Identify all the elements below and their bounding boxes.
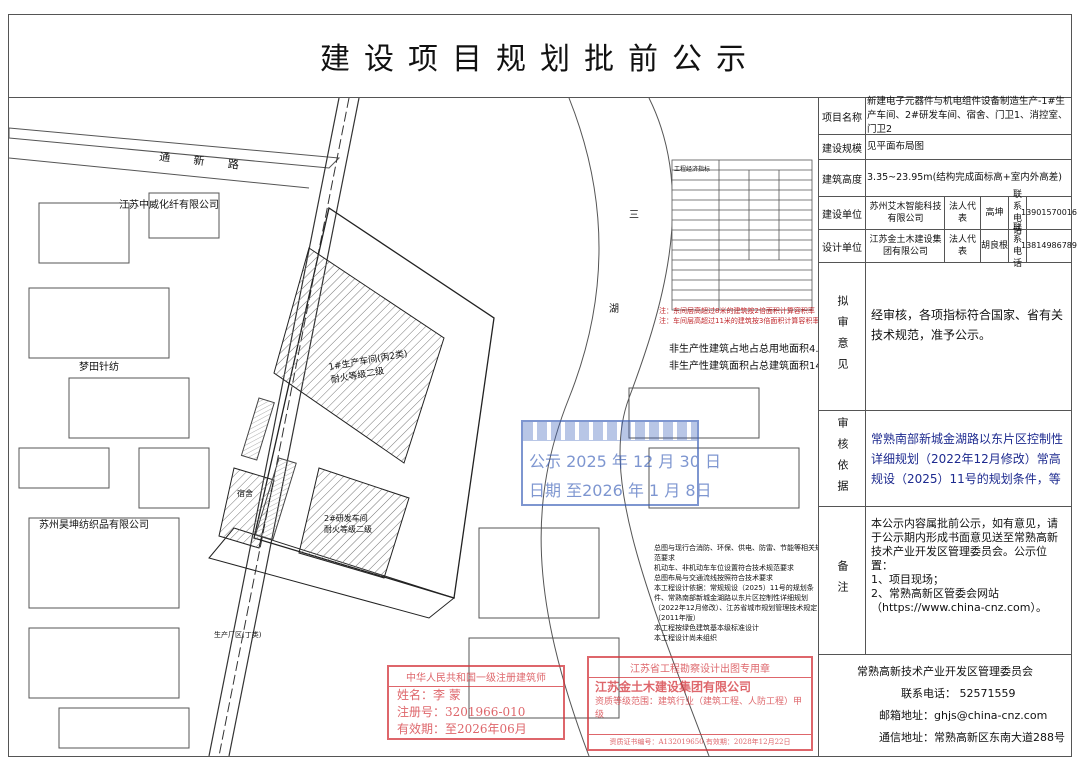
- site-plan-drawing: [9, 98, 813, 756]
- building-2-label: 2#研发车间 耐火等级二级: [324, 514, 372, 534]
- note-item-2: 2、常熟高新区管委会网站（https://www.china-cnz.com）。: [871, 587, 1047, 614]
- architect-no: 注册号：3201966-010: [397, 705, 526, 719]
- page-title: 建设项目规划批前公示: [9, 15, 1071, 98]
- value-note: 本公示内容属批前公示，如有意见，请于公示期内形成书面意见送至常熟高新技术产业开发…: [871, 517, 1067, 615]
- footer-email: 邮箱地址：ghjs@china-cnz.com: [879, 709, 1048, 722]
- value-scale: 见平面布局图: [867, 141, 925, 152]
- row-designer: 设计单位 江苏金土木建设集团有限公司 法人代表 胡良根 联系电话 1381498…: [819, 223, 1077, 269]
- site-plan: 通 新 路 江苏中威化纤有限公司 梦田针纺 苏州昊坤纺织品有限公司 1#生产车间…: [9, 98, 819, 756]
- neighbor-label-2: 梦田针纺: [79, 362, 119, 373]
- row-project-name: 项目名称 新建电子元器件与机电组件设备制造生产-1#生产车间、2#研发车间、宿舍…: [819, 96, 1071, 135]
- production-label: 生产厂区(丁类): [214, 631, 262, 639]
- neighbor-label-1: 江苏中威化纤有限公司: [119, 200, 219, 211]
- value-designer: 江苏金土木建设集团有限公司: [867, 230, 945, 262]
- row-basis: 审核依据 常熟南部新城金湖路以东片区控制性详细规划（2022年12月修改）常高规…: [819, 411, 1071, 507]
- legend-text-2: 非生产性建筑面积占总建筑面积14.98%: [669, 361, 818, 372]
- value-builder-rep: 高坤: [981, 197, 1009, 229]
- value-builder-phone: 13901570016: [1021, 208, 1077, 217]
- note-item-1: 1、项目现场；: [871, 573, 944, 586]
- label-basis: 审核依据: [819, 411, 866, 506]
- footer-address: 通信地址：常熟高新区东南大道288号: [879, 731, 1065, 744]
- note-red-2: 注：车间层高超过11米的建筑按3倍面积计算容积率: [659, 317, 819, 325]
- architect-name: 姓名：李 蒙: [397, 688, 461, 702]
- footer-contact: 常熟高新技术产业开发区管理委员会 联系电话： 52571559 邮箱地址：ghj…: [819, 661, 1071, 749]
- footer-phone: 联系电话： 52571559: [901, 687, 1016, 700]
- company-stamp-name: 江苏金土木建设集团有限公司: [595, 680, 752, 694]
- row-opinion: 拟审意见 经审核，各项指标符合国家、省有关技术规范，准予公示。: [819, 263, 1071, 411]
- value-height: 3.35~23.95m(结构完成面标高+室内外高差): [867, 172, 1062, 183]
- note-text: 本公示内容属批前公示，如有意见，请于公示期内形成书面意见送至常熟高新技术产业开发…: [871, 517, 1058, 572]
- label-scale: 建设规模: [819, 135, 866, 159]
- legend-text-1: 非生产性建筑占地占总用地面积4.58%: [669, 344, 819, 355]
- publicity-line-2: 日期 至2026 年 1 月 8日: [529, 481, 712, 500]
- map-label-lake: 湖: [609, 304, 619, 315]
- building-3-label: 宿舍: [237, 489, 253, 498]
- note-red-1: 注：东间层高超过8米的建筑按2倍面积计算容积率: [659, 307, 815, 315]
- company-stamp-cert: 资质证书编号：A132019650 有效期：2028年12月22日: [589, 734, 811, 749]
- neighbor-label-3: 苏州昊坤纺织品有限公司: [39, 520, 149, 531]
- label-designer-rep: 法人代表: [945, 230, 981, 262]
- company-stamp: 江苏省工程勘察设计出图专用章 江苏金土木建设集团有限公司 资质等级范围：建筑行业…: [587, 656, 813, 751]
- row-note: 备注 本公示内容属批前公示，如有意见，请于公示期内形成书面意见送至常熟高新技术产…: [819, 507, 1071, 655]
- info-table: 项目名称 新建电子元器件与机电组件设备制造生产-1#生产车间、2#研发车间、宿舍…: [819, 96, 1077, 756]
- label-project-name: 项目名称: [819, 98, 866, 134]
- publicity-line-1: 公示 2025 年 12 月 30 日: [529, 452, 721, 471]
- footer-org: 常熟高新技术产业开发区管理委员会: [857, 665, 1033, 678]
- value-builder: 苏州艾木智能科技有限公司: [867, 197, 945, 229]
- value-designer-rep: 胡良根: [981, 230, 1009, 262]
- company-stamp-scope: 资质等级范围：建筑行业（建筑工程、人防工程）甲级: [595, 697, 803, 720]
- label-opinion: 拟审意见: [819, 263, 866, 410]
- value-project-name: 新建电子元器件与机电组件设备制造生产-1#生产车间、2#研发车间、宿舍、门卫1、…: [867, 96, 1068, 135]
- row-height: 建筑高度 3.35~23.95m(结构完成面标高+室内外高差): [819, 160, 1071, 197]
- label-builder: 建设单位: [819, 197, 866, 229]
- company-stamp-title: 江苏省工程勘察设计出图专用章: [589, 660, 811, 678]
- design-notes: 总图与现行合消防、环保、供电、防雷、节能等相关规范要求 机动车、非机动车车位设置…: [654, 544, 819, 642]
- architect-valid: 有效期：至2026年06月: [397, 722, 527, 736]
- value-basis: 常熟南部新城金湖路以东片区控制性详细规划（2022年12月修改）常高规设（202…: [871, 431, 1064, 486]
- label-note: 备注: [819, 507, 866, 654]
- label-height: 建筑高度: [819, 160, 866, 196]
- row-builder: 建设单位 苏州艾木智能科技有限公司 法人代表 高坤 联系电话 139015700…: [819, 190, 1077, 236]
- architect-stamp: 中华人民共和国一级注册建筑师 姓名：李 蒙 注册号：3201966-010 有效…: [387, 665, 565, 740]
- econ-table-title: 工程经济指标: [674, 166, 711, 173]
- row-scale: 建设规模 见平面布局图: [819, 135, 1071, 160]
- publicity-date-stamp: 公示 2025 年 12 月 30 日 日期 至2026 年 1 月 8日: [521, 420, 721, 506]
- label-designer: 设计单位: [819, 230, 866, 262]
- map-label-three: 三: [629, 210, 639, 221]
- value-opinion: 经审核，各项指标符合国家、省有关技术规范，准予公示。: [871, 308, 1064, 342]
- value-designer-phone: 13814986789: [1021, 241, 1077, 250]
- architect-title: 中华人民共和国一级注册建筑师: [389, 669, 563, 687]
- label-builder-rep: 法人代表: [945, 197, 981, 229]
- publicity-sheet: 建设项目规划批前公示: [8, 14, 1077, 757]
